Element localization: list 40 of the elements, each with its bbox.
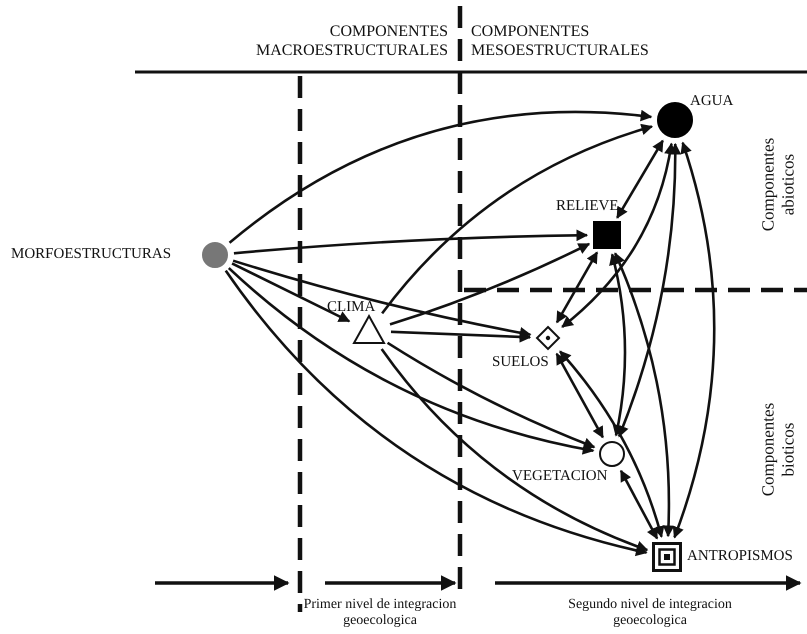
node-label: VEGETACION xyxy=(512,468,608,486)
arrow xyxy=(614,252,674,538)
arrow xyxy=(559,350,664,538)
node-label: AGUA xyxy=(690,93,734,110)
node-label: MORFOESTRUCTURAS xyxy=(11,246,172,264)
arrow xyxy=(228,267,594,454)
diamond-symbol xyxy=(536,326,560,350)
arrow xyxy=(224,270,648,556)
arrow xyxy=(381,124,654,314)
text-label: Componentes bioticos xyxy=(758,402,798,498)
arrow xyxy=(617,142,682,438)
arrow xyxy=(234,230,588,255)
arrow xyxy=(390,242,590,326)
square-symbol xyxy=(593,221,621,249)
text-label: COMPONENTES MACROESTRUCTURALES xyxy=(254,22,448,60)
arrow xyxy=(556,251,598,324)
arrow xyxy=(556,352,604,438)
arrow xyxy=(228,110,652,244)
circle-symbol xyxy=(599,441,625,467)
arrow xyxy=(620,470,658,540)
node-label: RELIEVE xyxy=(556,198,618,216)
arrow xyxy=(672,142,716,538)
text-label: Segundo nivel de integracion geoecologica xyxy=(567,597,733,630)
arrow xyxy=(232,259,532,338)
arrow xyxy=(386,342,596,449)
arrow xyxy=(608,253,626,437)
arrow xyxy=(390,330,532,343)
arrow xyxy=(231,262,350,322)
text-label: Componentes abioticos xyxy=(758,136,798,234)
arrow xyxy=(561,142,676,328)
arrow xyxy=(380,348,648,552)
triangle-symbol xyxy=(353,315,385,347)
node-label: SUELOS xyxy=(492,354,549,372)
text-label: Primer nivel de integracion geoecologica xyxy=(302,597,458,630)
node-label: CLIMA xyxy=(327,299,376,316)
node-label: ANTROPISMOS xyxy=(687,548,793,566)
circle-symbol xyxy=(202,242,228,268)
concentric-square-symbol xyxy=(652,542,682,572)
arrow xyxy=(616,140,664,219)
text-label: COMPONENTES MESOESTRUCTURALES xyxy=(471,22,650,60)
